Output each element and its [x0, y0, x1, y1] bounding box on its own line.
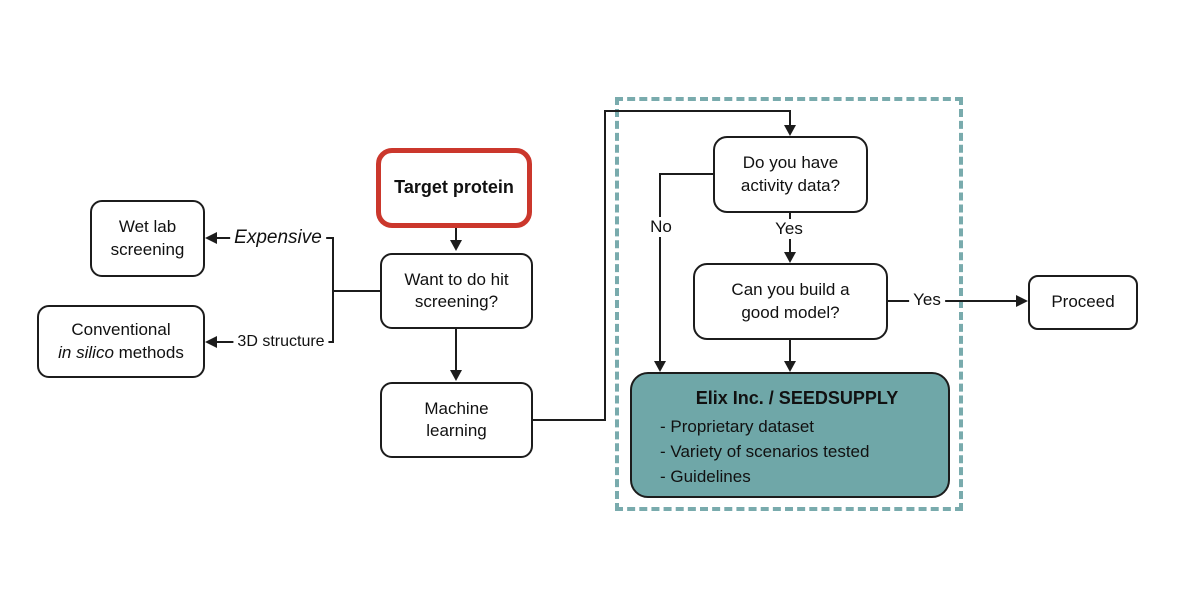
- edge-into-activity: [789, 110, 791, 126]
- node-label-line: screening: [110, 239, 185, 259]
- arrowhead: [450, 240, 462, 251]
- node-label-line: good model?: [741, 302, 840, 322]
- edge-ml-up: [604, 110, 606, 421]
- edge-model-to-elix: [789, 340, 791, 362]
- edge-no-vertical: [659, 173, 661, 362]
- node-label-line: screening?: [414, 292, 499, 311]
- node-label-line: in silico methods: [58, 342, 184, 364]
- node-label-line: Conventional: [71, 320, 171, 340]
- node-label-line: Machine: [424, 398, 489, 418]
- target-protein-node: Target protein: [376, 148, 532, 228]
- arrowhead: [1016, 295, 1028, 307]
- elix-scope-dashed-container: [615, 97, 963, 511]
- arrowhead: [654, 361, 666, 372]
- edge-target-to-hit: [455, 228, 457, 242]
- elix-seedsupply-node: Elix Inc. / SEEDSUPPLY - Proprietary dat…: [630, 372, 950, 498]
- elix-title: Elix Inc. / SEEDSUPPLY: [695, 388, 899, 408]
- node-label-line: Wet lab: [118, 217, 177, 237]
- italic-text: in silico: [58, 342, 114, 362]
- edge-label-yes-activity: Yes: [771, 219, 807, 239]
- edge-label-no: No: [646, 217, 676, 237]
- activity-data-node: Do you have activity data?: [713, 136, 868, 213]
- edge-left-branch-vertical: [332, 237, 334, 343]
- edge-no-horizontal: [660, 173, 713, 175]
- arrowhead: [205, 336, 217, 348]
- node-label-line: Do you have: [742, 153, 839, 173]
- elix-bullet: - Guidelines: [660, 466, 751, 486]
- node-label-line: Can you build a: [731, 280, 850, 300]
- elix-bullet: - Variety of scenarios tested: [660, 441, 870, 461]
- node-label-line: Want to do hit: [404, 269, 509, 289]
- arrowhead: [784, 125, 796, 136]
- conventional-in-silico-node: Conventional in silico methods: [37, 305, 205, 378]
- edge-hit-left-horizontal: [333, 290, 380, 292]
- wet-lab-screening-node: Wet lab screening: [90, 200, 205, 277]
- edge-label-3d-structure: 3D structure: [233, 333, 329, 351]
- node-label-line: Target protein: [394, 177, 514, 198]
- machine-learning-node: Machine learning: [380, 382, 533, 458]
- edge-hit-to-ml: [455, 329, 457, 371]
- edge-label-expensive: Expensive: [230, 227, 326, 249]
- hit-screening-node: Want to do hit screening?: [380, 253, 533, 329]
- good-model-node: Can you build a good model?: [693, 263, 888, 340]
- edge-ml-right: [533, 419, 606, 421]
- node-label-text: methods: [113, 342, 184, 362]
- arrowhead: [784, 252, 796, 263]
- proceed-node: Proceed: [1028, 275, 1138, 330]
- elix-bullet: - Proprietary dataset: [660, 416, 815, 436]
- arrowhead: [205, 232, 217, 244]
- node-label-line: activity data?: [740, 175, 841, 195]
- node-label-line: learning: [426, 421, 487, 440]
- arrowhead: [784, 361, 796, 372]
- edge-ml-top: [604, 110, 791, 112]
- edge-label-yes-model: Yes: [909, 290, 945, 310]
- node-label-line: Proceed: [1051, 292, 1115, 312]
- arrowhead: [450, 370, 462, 381]
- edge-yes-to-proceed: [888, 300, 1017, 302]
